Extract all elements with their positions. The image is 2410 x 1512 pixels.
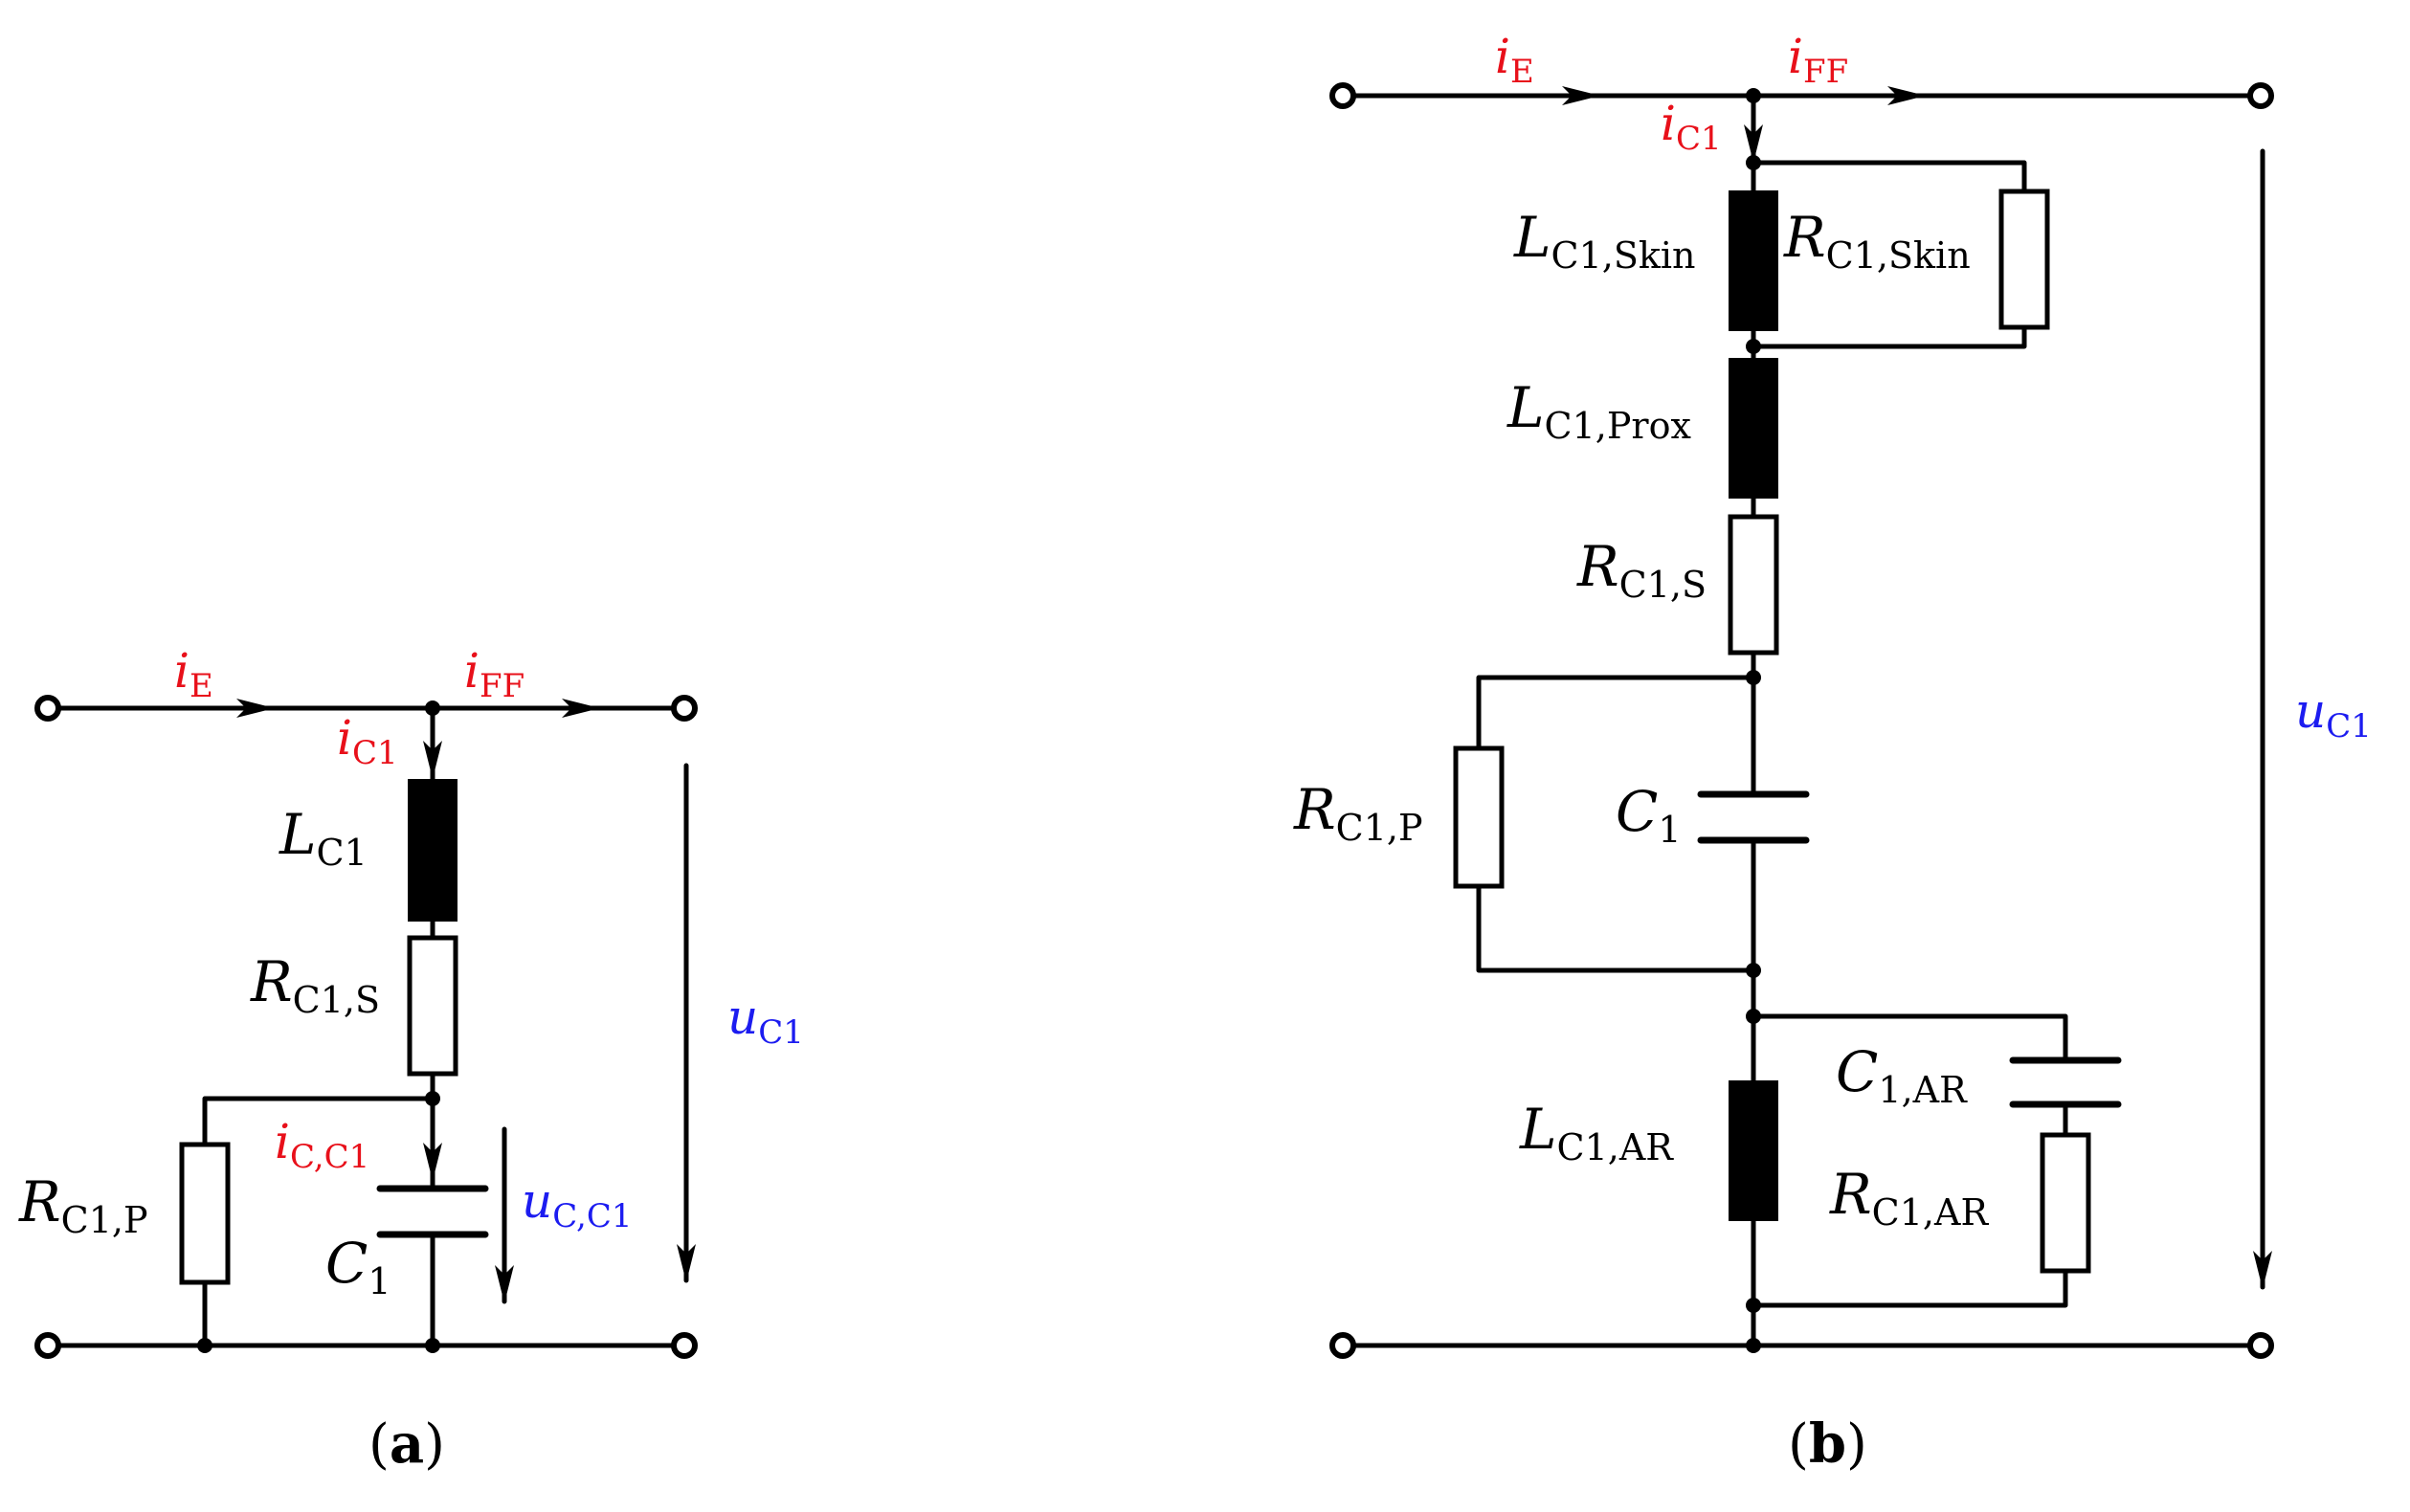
panel-a-label-uc-c1: uC,C1 bbox=[522, 1173, 632, 1235]
panel-b-label-lc1-prox: LC1,Prox bbox=[1506, 375, 1691, 447]
panel-b-resistor-rc1p bbox=[1453, 745, 1505, 889]
panel-b-wires bbox=[1349, 86, 2254, 1348]
panel-a-label-ic-c1: iC,C1 bbox=[275, 1114, 369, 1176]
panel-a-label-ic1: iC1 bbox=[337, 710, 398, 772]
panel-b-label-ic1: iC1 bbox=[1661, 96, 1722, 158]
panel-b-terminal bbox=[2247, 82, 2274, 109]
panel-a: iE iFF iC1 LC1 RC1,S RC1,P iC,C1 C1 uC,C… bbox=[18, 643, 804, 1476]
panel-b-node bbox=[1746, 155, 1761, 170]
panel-a-terminal bbox=[671, 1332, 698, 1359]
panel-b-label-c1: C1 bbox=[1616, 779, 1682, 851]
panel-b-inductor-lc1-skin bbox=[1729, 190, 1778, 331]
panel-b-label-iff: iFF bbox=[1788, 29, 1848, 91]
panel-a-node bbox=[425, 1338, 440, 1353]
panel-b-node bbox=[1746, 670, 1761, 685]
panel-a-caption: (a) bbox=[368, 1412, 445, 1476]
panel-a-resistor-rc1s bbox=[407, 935, 458, 1077]
panel-b-label-rc1-ar: RC1,AR bbox=[1829, 1162, 1989, 1234]
panel-a-inductor-lc1 bbox=[408, 779, 457, 922]
panel-b-node bbox=[1746, 339, 1761, 354]
panel-b-caption: (b) bbox=[1788, 1412, 1867, 1476]
panel-a-label-rc1s: RC1,S bbox=[250, 949, 380, 1021]
panel-a-terminal bbox=[34, 695, 61, 722]
panel-a-label-c1: C1 bbox=[325, 1231, 391, 1302]
panel-b-resistor-rc1-skin bbox=[1998, 189, 2050, 330]
panel-b-label-rc1p: RC1,P bbox=[1293, 777, 1423, 849]
panel-a-capacitor-c1 bbox=[376, 1185, 489, 1238]
panel-b-label-rc1-skin: RC1,Skin bbox=[1783, 205, 1971, 277]
panel-b-terminal bbox=[1329, 1332, 1356, 1359]
panel-b-node bbox=[1746, 1009, 1761, 1024]
panel-a-label-ie: iE bbox=[174, 643, 213, 705]
panel-b-terminal bbox=[2247, 1332, 2274, 1359]
panel-a-node bbox=[425, 700, 440, 716]
panel-a-label-uc1: uC1 bbox=[727, 989, 804, 1052]
panel-a-resistor-rc1p bbox=[179, 1142, 231, 1285]
panel-a-label-iff: iFF bbox=[464, 643, 524, 705]
panel-b-node bbox=[1746, 1298, 1761, 1313]
panel-a-terminal bbox=[671, 695, 698, 722]
panel-a-node bbox=[197, 1338, 212, 1353]
panel-b: iE iFF iC1 LC1,Skin RC1,Skin LC1,Prox RC… bbox=[1293, 29, 2372, 1476]
panel-b-label-rc1s: RC1,S bbox=[1576, 534, 1707, 606]
panel-a-label-rc1p: RC1,P bbox=[18, 1169, 148, 1241]
panel-a-terminal bbox=[34, 1332, 61, 1359]
panel-b-label-ie: iE bbox=[1495, 29, 1534, 91]
panel-b-node bbox=[1746, 1338, 1761, 1353]
panel-b-capacitor-c1 bbox=[1697, 790, 1810, 844]
panel-b-label-lc1-ar: LC1,AR bbox=[1519, 1097, 1674, 1168]
panel-a-wires bbox=[55, 699, 678, 1348]
panel-b-terminal bbox=[1329, 82, 1356, 109]
panel-a-label-lc1: LC1 bbox=[279, 802, 368, 874]
panel-b-capacitor-c1-ar bbox=[2009, 1056, 2122, 1108]
panel-b-inductor-lc1-ar bbox=[1729, 1080, 1778, 1221]
panel-b-resistor-rc1s bbox=[1728, 514, 1779, 656]
panel-b-node bbox=[1746, 88, 1761, 103]
panel-b-label-lc1-skin: LC1,Skin bbox=[1513, 205, 1696, 277]
panel-b-label-c1-ar: C1,AR bbox=[1836, 1039, 1968, 1111]
panel-b-inductor-lc1-prox bbox=[1729, 358, 1778, 499]
panel-a-node bbox=[425, 1091, 440, 1106]
panel-b-node bbox=[1746, 963, 1761, 978]
panel-b-resistor-rc1-ar bbox=[2040, 1132, 2091, 1274]
panel-b-label-uc1: uC1 bbox=[2295, 683, 2372, 745]
